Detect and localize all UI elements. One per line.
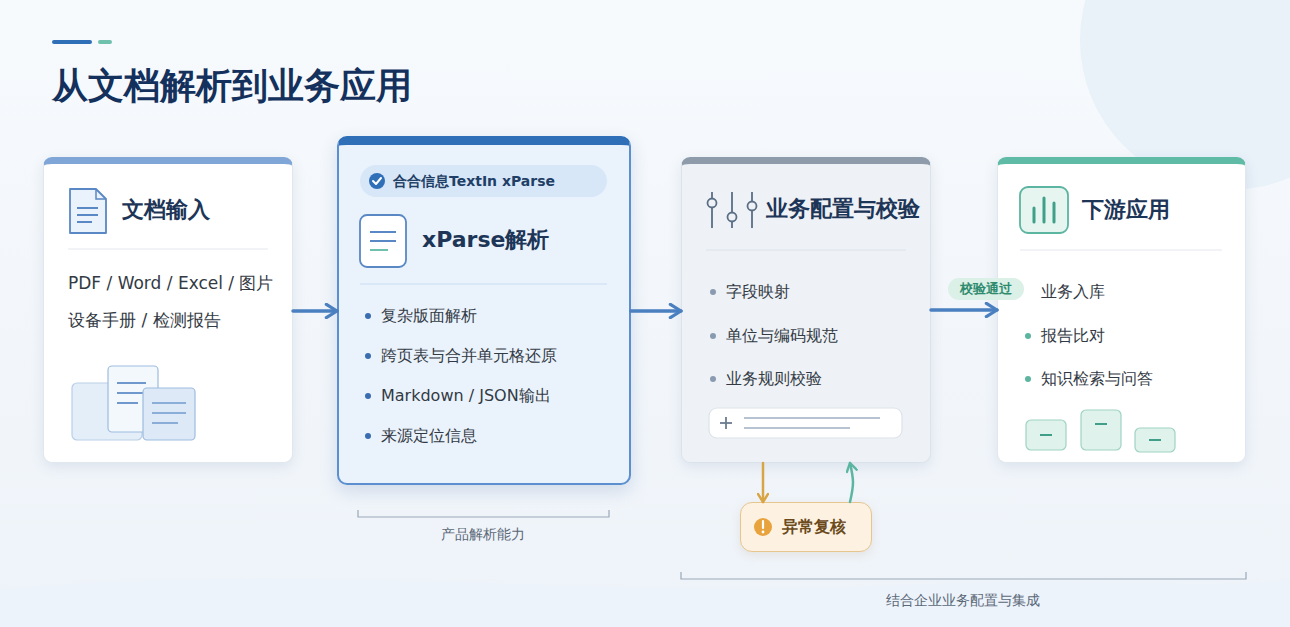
slider-knob bbox=[728, 213, 737, 222]
minus-symbol bbox=[1040, 434, 1052, 436]
slider-icon bbox=[751, 192, 753, 228]
divider bbox=[68, 248, 268, 249]
flow-arrow bbox=[850, 463, 853, 502]
flow-arrow bbox=[762, 463, 765, 502]
body-text: PDF / Word / Excel / 图片 bbox=[68, 271, 273, 295]
document-line bbox=[152, 412, 186, 414]
document-icon-line bbox=[77, 221, 92, 223]
bullet bbox=[710, 289, 716, 295]
body-text: 设备手册 / 检测报告 bbox=[68, 308, 221, 332]
product-badge: 合合信息TextIn xParse bbox=[360, 165, 607, 197]
heading-text: 下游应用 bbox=[1082, 196, 1170, 224]
bullet bbox=[365, 393, 371, 399]
edge-label: 校验通过 bbox=[948, 278, 1024, 300]
bracket-caption: 结合企业业务配置与集成 bbox=[886, 590, 1040, 610]
divider bbox=[360, 283, 607, 284]
bracket bbox=[681, 572, 1246, 579]
heading-text: 业务配置与校验 bbox=[766, 195, 920, 223]
plus-symbol bbox=[725, 417, 727, 429]
field-line bbox=[744, 427, 850, 429]
warning-icon bbox=[754, 518, 772, 536]
warning-mark bbox=[762, 521, 764, 528]
document-icon-line bbox=[77, 207, 98, 209]
bullet-item: 来源定位信息 bbox=[381, 425, 477, 447]
slider-icon bbox=[731, 192, 733, 228]
app-tile bbox=[1135, 428, 1175, 452]
check-mark bbox=[373, 178, 381, 184]
bullet bbox=[710, 376, 716, 382]
minus-symbol bbox=[1095, 423, 1107, 425]
bracket-caption: 产品解析能力 bbox=[441, 524, 525, 544]
bullet bbox=[1025, 333, 1031, 339]
chart-bar bbox=[1053, 203, 1056, 222]
chart-bar bbox=[1043, 198, 1046, 222]
bullet-item: 复杂版面解析 bbox=[381, 305, 477, 327]
input-field bbox=[709, 408, 902, 438]
page-title: 从文档解析到业务应用 bbox=[52, 62, 412, 110]
review-pill: 异常复核 bbox=[740, 502, 872, 552]
chart-icon bbox=[1020, 187, 1068, 233]
slider-icon bbox=[711, 192, 713, 228]
parse-icon bbox=[360, 215, 406, 267]
bracket bbox=[358, 510, 609, 517]
flow-arrow bbox=[931, 308, 997, 312]
slider-knob bbox=[708, 199, 717, 208]
document-illustration bbox=[108, 366, 158, 432]
badge-text: 合合信息TextIn xParse bbox=[393, 171, 555, 191]
application-box: 下游应用业务入库报告比对知识检索与问答 bbox=[997, 157, 1246, 463]
bullet bbox=[710, 333, 716, 339]
pill-text: 异常复核 bbox=[782, 516, 846, 538]
bullet-item: 跨页表与合并单元格还原 bbox=[381, 345, 557, 367]
document-line bbox=[117, 392, 146, 394]
bullet-item: 字段映射 bbox=[726, 281, 790, 303]
input-box: 文档输入 PDF / Word / Excel / 图片设备手册 / 检测报告 bbox=[43, 157, 293, 463]
document-illustration bbox=[143, 388, 195, 440]
document-illustration bbox=[72, 383, 142, 440]
chart-bar bbox=[1033, 208, 1036, 222]
parse-box: xParse解析复杂版面解析跨页表与合并单元格还原 Markdown / JSON… bbox=[337, 136, 631, 485]
heading-text: 文档输入 bbox=[122, 196, 210, 224]
bullet bbox=[1025, 376, 1031, 382]
title-bar bbox=[52, 40, 92, 44]
divider bbox=[1020, 249, 1222, 250]
config-box: 业务配置与校验字段映射单位与编码规范业务规则校验 bbox=[681, 157, 931, 463]
document-line bbox=[117, 402, 138, 404]
title-bar bbox=[98, 40, 112, 44]
bullet-item: 业务规则校验 bbox=[726, 368, 822, 390]
parse-icon-line bbox=[370, 240, 396, 242]
parse-icon-line bbox=[370, 231, 396, 233]
bullet-item: 报告比对 bbox=[1041, 325, 1105, 347]
document-icon-line bbox=[77, 214, 98, 216]
document-line bbox=[117, 382, 146, 384]
check-icon bbox=[369, 173, 385, 189]
bullet-item: 知识检索与问答 bbox=[1041, 368, 1153, 390]
bullet bbox=[365, 433, 371, 439]
decor-wave bbox=[0, 579, 1290, 627]
bullet-item: 单位与编码规范 bbox=[726, 325, 838, 347]
document-icon bbox=[70, 189, 106, 233]
field-line bbox=[744, 417, 880, 419]
document-line bbox=[152, 402, 186, 404]
app-tile bbox=[1026, 420, 1066, 450]
minus-symbol bbox=[1149, 439, 1161, 441]
bullet bbox=[365, 353, 371, 359]
document-icon-fold bbox=[96, 189, 106, 199]
slider-knob bbox=[748, 202, 757, 211]
bullet-item: 业务入库 bbox=[1041, 281, 1105, 303]
heading-text: xParse解析 bbox=[422, 226, 549, 254]
document-line bbox=[152, 422, 178, 424]
plus-symbol bbox=[720, 422, 732, 424]
bullet bbox=[365, 313, 371, 319]
app-tile bbox=[1081, 410, 1121, 450]
flow-arrow bbox=[631, 309, 681, 313]
warning-dot bbox=[762, 531, 765, 534]
parse-icon-line bbox=[370, 249, 388, 251]
bullet-item: Markdown / JSON输出 bbox=[381, 385, 551, 407]
flow-arrow bbox=[293, 309, 337, 313]
divider bbox=[706, 249, 906, 250]
